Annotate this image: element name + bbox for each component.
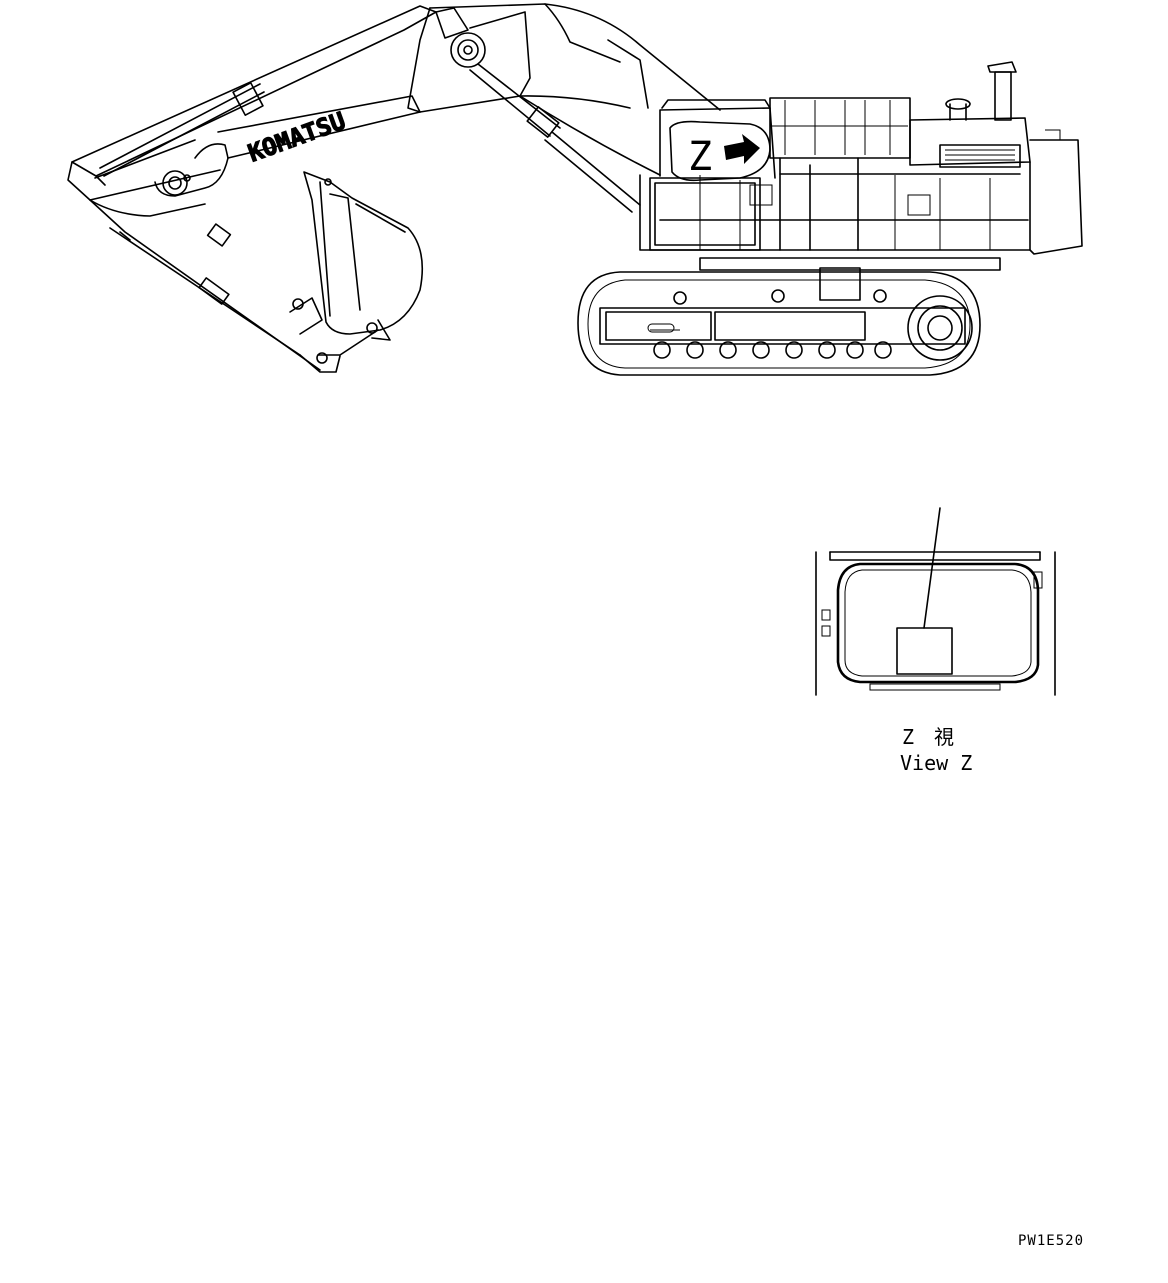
arm	[67, 5, 437, 217]
track-undercarriage	[577, 257, 1001, 376]
detail-view-z: Z 視 View Z	[815, 507, 1056, 775]
bucket	[303, 171, 424, 341]
boom-cylinder	[450, 32, 641, 213]
upper-structure	[639, 61, 1083, 255]
callout-letter: Z	[688, 134, 712, 180]
leader-line	[923, 507, 941, 629]
komatsu-logo: KOMATSU	[244, 107, 349, 168]
boom	[217, 3, 721, 176]
view-caption-jp: Z 視	[902, 725, 954, 749]
decal-location	[896, 627, 953, 675]
arrow-right-icon	[724, 134, 760, 164]
excavator-side-view: Z KOMATSU	[67, 3, 1083, 376]
drawing-code: PW1E520	[1018, 1233, 1084, 1249]
bucket-linkage	[89, 199, 379, 373]
view-caption-en: View Z	[900, 751, 972, 775]
view-z-callout: Z	[688, 134, 760, 180]
window-frame	[836, 562, 1040, 684]
